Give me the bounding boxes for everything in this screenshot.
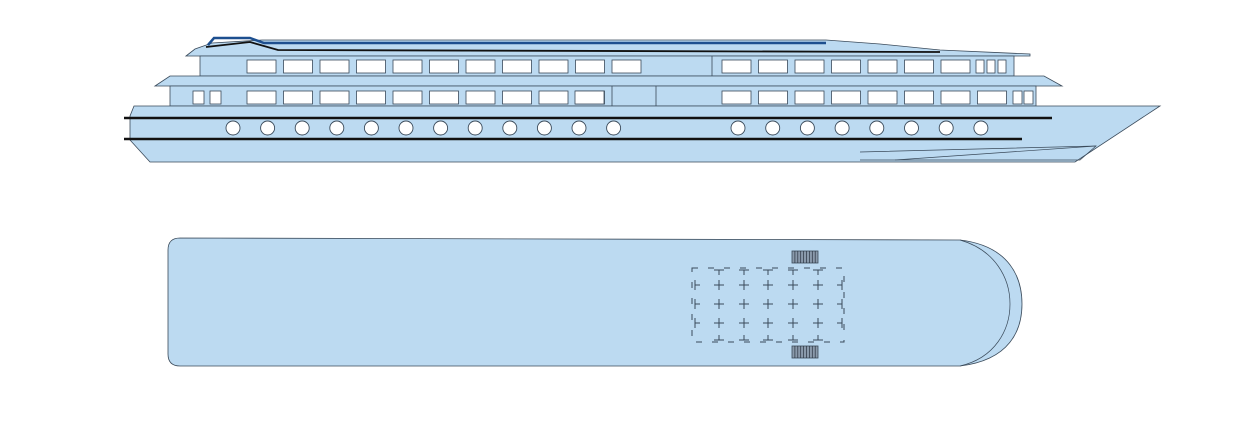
window [831, 59, 861, 74]
porthole [869, 120, 885, 136]
porthole [765, 120, 781, 136]
porthole [834, 120, 850, 136]
window [246, 59, 277, 74]
window [429, 59, 459, 74]
upper-deck-shelf [153, 75, 1064, 87]
porthole [973, 120, 989, 136]
small-window [192, 90, 205, 105]
window [977, 90, 1007, 105]
side-elevation-view [124, 36, 1162, 163]
window [721, 90, 752, 105]
window [283, 90, 313, 105]
porthole [536, 120, 552, 136]
lower-deck-windows [192, 90, 1034, 105]
window [246, 90, 277, 105]
window [611, 59, 642, 74]
window [502, 59, 532, 74]
window [574, 90, 605, 105]
porthole [294, 120, 310, 136]
porthole [799, 120, 815, 136]
window [319, 90, 350, 105]
small-window [1023, 90, 1034, 105]
porthole [938, 120, 954, 136]
small-window [975, 59, 985, 74]
hull-portholes [225, 120, 989, 136]
porthole [606, 120, 622, 136]
window [940, 59, 971, 74]
window [758, 59, 788, 74]
hull [124, 105, 1162, 163]
porthole [363, 120, 379, 136]
bow-outline-inner [959, 239, 1011, 367]
window [319, 59, 350, 74]
porthole [904, 120, 919, 136]
top-plan-view [167, 237, 1023, 367]
window [429, 90, 459, 105]
window [356, 90, 386, 105]
porthole [502, 120, 518, 136]
porthole [225, 120, 241, 136]
porthole [260, 120, 276, 136]
roof-black-line [205, 41, 941, 53]
stair-block-top [791, 250, 819, 264]
stair-steps-bottom [794, 346, 816, 358]
window [904, 90, 934, 105]
small-window [1012, 90, 1023, 105]
stair-steps-top [794, 251, 816, 263]
sun-deck-profile [184, 36, 1031, 57]
sun-deck-area [691, 267, 845, 343]
porthole [730, 120, 746, 136]
window [794, 90, 825, 105]
window [502, 90, 532, 105]
lower-deck-structure [169, 85, 1037, 107]
window [356, 59, 386, 74]
porthole [467, 120, 483, 136]
hull-body [129, 105, 1162, 163]
window [758, 90, 788, 105]
stairs-top [791, 250, 819, 264]
upper-deck-windows [246, 59, 1007, 74]
window [831, 90, 861, 105]
porthole [398, 120, 414, 136]
roof-accent-line [207, 36, 826, 46]
window [721, 59, 752, 74]
bow-waterline [859, 145, 1097, 161]
window [465, 90, 496, 105]
window [465, 59, 496, 74]
window [867, 59, 898, 74]
porthole [433, 120, 449, 136]
upper-deck-structure [199, 55, 1015, 77]
porthole [571, 120, 587, 136]
bow-seam [894, 145, 1097, 161]
window [538, 90, 569, 105]
small-window [986, 59, 996, 74]
window [904, 59, 934, 74]
stair-block-bottom [791, 345, 819, 359]
small-window [997, 59, 1007, 74]
porthole [329, 120, 345, 136]
window [392, 59, 423, 74]
window [575, 59, 605, 74]
window [940, 90, 971, 105]
window [392, 90, 423, 105]
window [538, 59, 569, 74]
deck-outline [167, 237, 1023, 367]
window [867, 90, 898, 105]
sun-deck-grid [694, 269, 843, 341]
stairs-bottom [791, 345, 819, 359]
small-window [209, 90, 222, 105]
window [283, 59, 313, 74]
window [794, 59, 825, 74]
